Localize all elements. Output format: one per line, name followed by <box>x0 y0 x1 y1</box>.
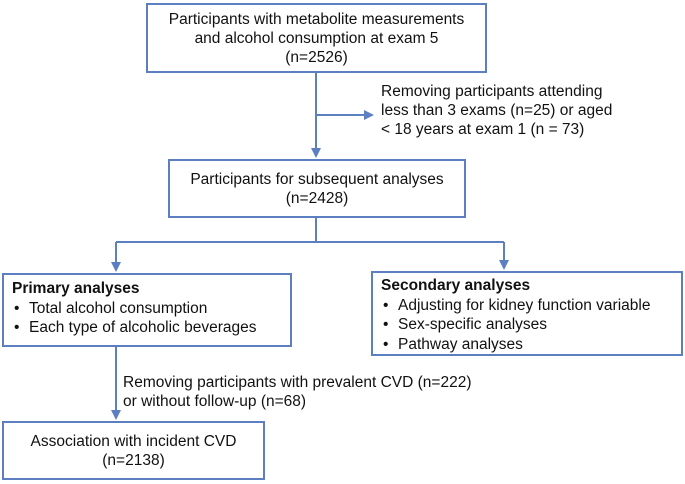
primary-title: Primary analyses <box>12 280 140 297</box>
box-initial-participants: Participants with metabolite measurement… <box>146 3 487 73</box>
exclusion-note-1: Removing participants attending less tha… <box>381 82 612 139</box>
primary-list: Total alcohol consumption Each type of a… <box>12 299 282 338</box>
initial-line-1: Participants with metabolite measurement… <box>168 11 465 28</box>
box-secondary-analyses: Secondary analyses Adjusting for kidney … <box>371 271 683 356</box>
exclusion-2-line-1: Removing participants with prevalent CVD… <box>123 374 472 391</box>
initial-line-2: and alcohol consumption at exam 5 <box>194 30 439 47</box>
primary-item: Total alcohol consumption <box>12 299 282 319</box>
box-primary-analyses: Primary analyses Total alcohol consumpti… <box>2 273 292 347</box>
initial-line-3: (n=2526) <box>285 49 348 66</box>
exclusion-1-line-1: Removing participants attending <box>381 83 603 100</box>
secondary-list: Adjusting for kidney function variable S… <box>381 296 673 355</box>
exclusion-1-line-3: < 18 years at exam 1 (n = 73) <box>381 121 585 138</box>
secondary-title: Secondary analyses <box>381 277 531 294</box>
primary-item: Each type of alcoholic beverages <box>12 318 282 338</box>
subsequent-line-2: (n=2428) <box>285 190 349 207</box>
exclusion-1-line-2: less than 3 exams (n=25) or aged <box>381 102 613 119</box>
incident-line-1: Association with incident CVD <box>30 433 237 450</box>
subsequent-line-1: Participants for subsequent analyses <box>190 171 444 188</box>
incident-line-2: (n=2138) <box>102 452 165 469</box>
secondary-item: Adjusting for kidney function variable <box>381 296 673 316</box>
box-incident-cvd: Association with incident CVD (n=2138) <box>2 421 265 480</box>
box-subsequent-analyses: Participants for subsequent analyses (n=… <box>168 159 466 218</box>
exclusion-note-2: Removing participants with prevalent CVD… <box>123 373 472 411</box>
exclusion-2-line-2: or without follow-up (n=68) <box>123 393 307 410</box>
secondary-item: Pathway analyses <box>381 335 673 355</box>
secondary-item: Sex-specific analyses <box>381 315 673 335</box>
